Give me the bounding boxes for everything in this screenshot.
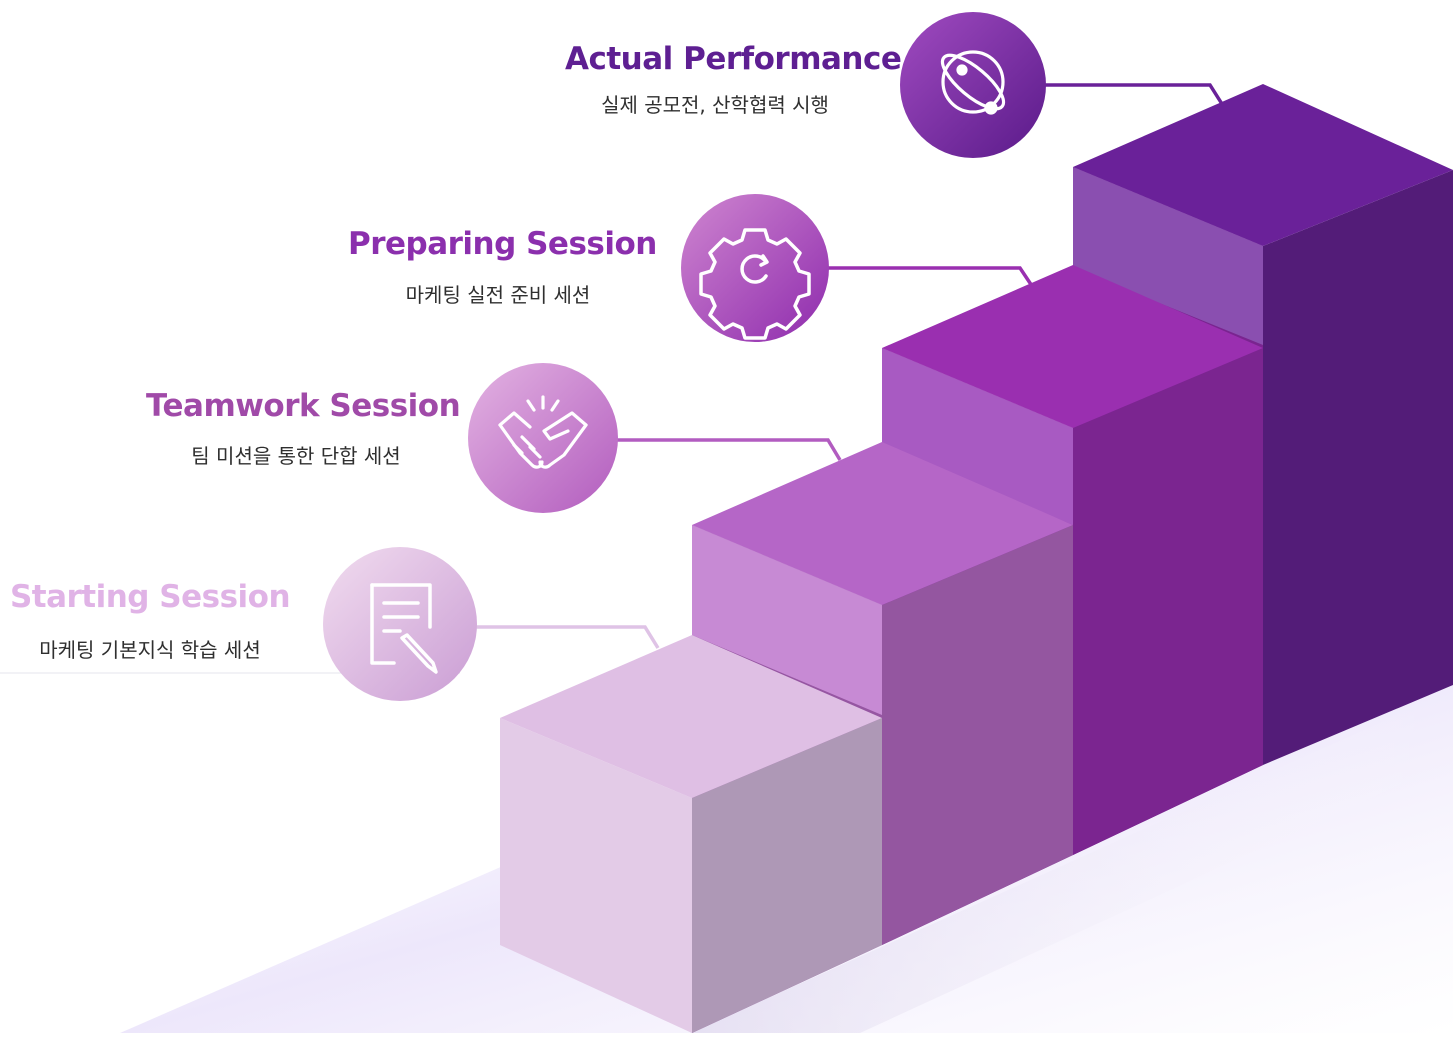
stage-2-badge [468,363,618,513]
stage-2-subtitle: 팀 미션을 통한 단합 세션 [191,444,401,468]
connector-line-1 [470,625,660,649]
connector-line-3 [826,266,1034,287]
stage-4-subtitle: 실제 공모전, 산학협력 시행 [601,93,829,117]
stage-1-title: Starting Session [9,579,291,615]
connector-line-2 [616,438,842,461]
step-1 [500,635,882,1033]
stage-1-badge [323,547,477,701]
atom-icon [940,50,1006,115]
stage-3-subtitle: 마케팅 실전 준비 세션 [405,283,591,307]
handshake-icon [498,395,588,469]
stage-1-subtitle: 마케팅 기본지식 학습 세션 [39,638,261,662]
connector-line-4 [1040,83,1224,105]
stage-3-badge [681,194,829,342]
document-pencil-icon [370,583,438,674]
stage-4-badge [900,12,1046,158]
gear-icon [699,228,811,340]
step-shadow [690,690,1453,1033]
stage-4-title: Actual Performance [565,41,902,77]
stage-3-title: Preparing Session [348,226,657,262]
stage-2-title: Teamwork Session [146,388,461,424]
